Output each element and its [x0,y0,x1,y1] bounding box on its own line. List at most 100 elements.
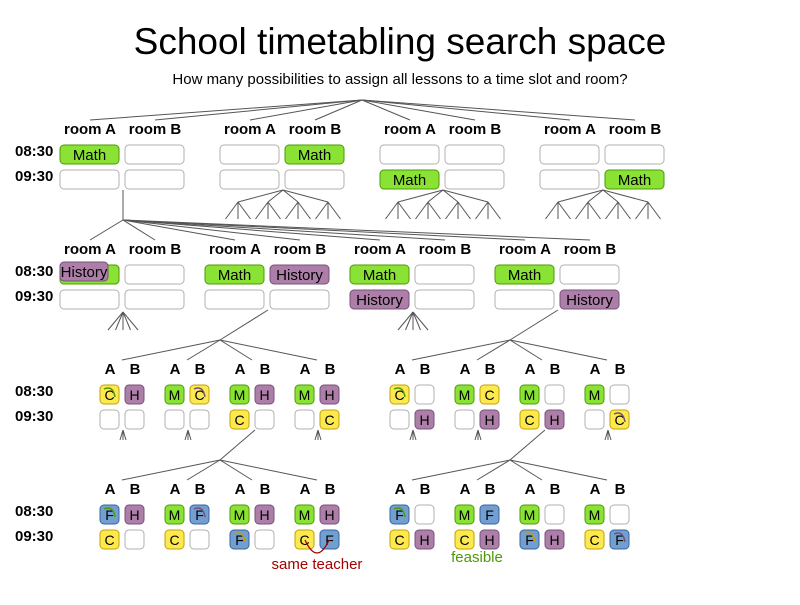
overlap-mark [613,532,626,543]
tree-edge [237,201,251,220]
tree-edge [412,311,429,331]
lesson-cell [59,144,120,165]
tree-edge [509,339,543,361]
lesson-cell [389,384,410,405]
slot-label: 08:30 [15,383,53,400]
tree-edge [219,459,318,481]
lesson-label: F [525,532,534,548]
empty-slot [539,169,600,190]
empty-slot [99,409,120,430]
lesson-cell [544,529,565,550]
empty-slot [609,384,630,405]
empty-slot [59,289,120,310]
overlap-mark [103,387,116,398]
tree-edge [317,429,322,441]
empty-slot [544,504,565,525]
lesson-label: H [419,412,429,428]
lesson-label: H [549,412,559,428]
conflict-arc [304,539,330,554]
lesson-label: H [549,532,559,548]
lesson-cell [204,264,265,285]
room-header: room A [384,121,436,138]
room-header: A [590,361,601,378]
lesson-label: H [259,387,269,403]
tree-edge [186,339,221,361]
lesson-cell [349,264,410,285]
tree-edge [219,339,253,361]
tree-edge [427,201,441,220]
room-header: B [260,361,271,378]
overlap-mark [233,532,246,543]
lesson-label: M [589,387,601,403]
empty-slot [389,409,410,430]
lesson-cell [189,384,210,405]
conflict-annotation: same teacher [272,556,363,573]
lesson-label: C [324,412,334,428]
tree-edge [509,339,608,361]
lesson-label: History [61,264,108,281]
tree-edge [122,219,591,241]
tree-edge [225,201,239,220]
room-header: B [195,481,206,498]
room-header: B [325,481,336,498]
empty-slot [269,289,330,310]
empty-slot [604,144,665,165]
empty-slot [189,529,210,550]
tree-edge [361,99,476,121]
empty-slot [124,264,185,285]
lesson-cell [389,529,410,550]
tree-edge [361,99,411,121]
empty-slot [59,169,120,190]
tree-edge [647,201,661,220]
room-header: B [485,481,496,498]
room-header: room B [609,121,662,138]
slot-label: 09:30 [15,168,53,185]
tree-edge [476,339,511,361]
empty-slot [164,409,185,430]
empty-slot [284,169,345,190]
room-header: A [590,481,601,498]
room-header: A [105,361,116,378]
lesson-label: H [419,532,429,548]
room-header: B [130,361,141,378]
lesson-cell [584,529,605,550]
lesson-label: C [234,412,244,428]
lesson-cell [164,384,185,405]
tree-edge [122,311,139,331]
lesson-label: M [524,387,536,403]
overlap-mark [103,507,116,518]
tree-edge [122,219,301,241]
empty-slot [544,384,565,405]
tree-edge [412,429,417,441]
room-header: A [235,481,246,498]
tree-edge [397,189,444,203]
lesson-label: Math [618,172,651,189]
room-header: A [460,481,471,498]
lesson-label: History [566,292,613,309]
lesson-label: H [324,507,334,523]
empty-slot [559,264,620,285]
room-header: B [550,361,561,378]
empty-slot [124,409,145,430]
lesson-label: F [615,532,624,548]
tree-edge [122,219,381,241]
lesson-label: M [459,387,471,403]
lesson-cell [559,289,620,310]
room-header: B [485,361,496,378]
lesson-cell [414,529,435,550]
lesson-label: Math [298,147,331,164]
tree-edge [411,339,511,361]
room-header: B [130,481,141,498]
room-header: B [615,361,626,378]
lesson-cell [584,504,605,525]
tree-edge [477,429,482,441]
empty-slot [124,529,145,550]
lesson-label: C [484,387,494,403]
lesson-cell [99,504,120,525]
tree-edge [361,99,571,121]
lesson-cell [284,144,345,165]
tree-edge [397,201,411,220]
room-header: room A [209,241,261,258]
lesson-cell [254,504,275,525]
lesson-cell [349,289,410,310]
